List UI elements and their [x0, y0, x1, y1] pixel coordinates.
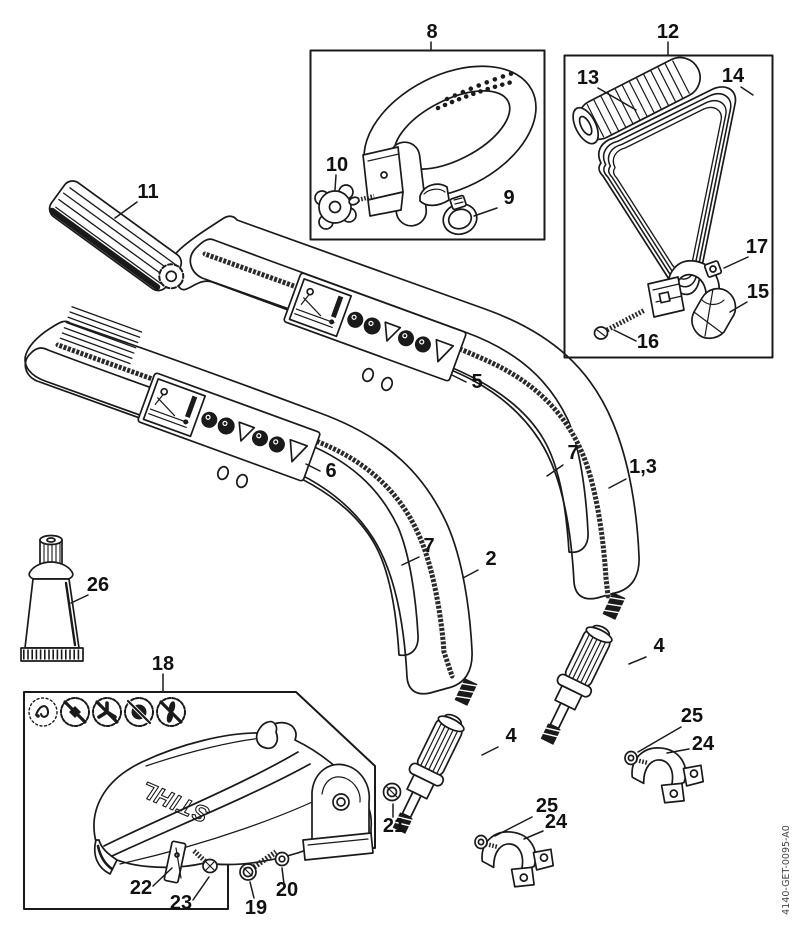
guard-washer-20	[274, 851, 290, 867]
part-label-24-left: 24	[545, 811, 568, 833]
star-knob	[314, 184, 375, 230]
part-label-14: 14	[722, 65, 745, 87]
part-label-8: 8	[426, 21, 437, 43]
part-label-19: 19	[245, 897, 267, 919]
part-label-17: 17	[746, 236, 768, 258]
tube-clamp-right	[624, 744, 708, 808]
no-circular-blade-icon	[124, 697, 154, 727]
leader-lines	[70, 41, 754, 901]
part-label-25-left: 25	[536, 795, 558, 817]
trimmer-line-icon	[28, 697, 58, 727]
part-label-11: 11	[137, 181, 158, 203]
clamp-screw-16	[593, 307, 647, 340]
part-label-16: 16	[637, 331, 659, 353]
part-label-23: 23	[170, 892, 192, 914]
callout-box-bike-handle	[563, 54, 774, 359]
loop-handle	[362, 65, 537, 227]
part-label-9: 9	[503, 187, 514, 209]
handlebar-grip	[572, 56, 701, 145]
callout-box-deflector: STIHL	[23, 691, 376, 910]
document-code: 4140-GET-0095-A0	[781, 825, 792, 915]
tube-clamp-left	[474, 828, 558, 892]
shaft-threaded-tip	[454, 678, 478, 706]
handlebar-frame	[597, 86, 737, 296]
square-nut-17	[703, 260, 723, 278]
part-label-20: 20	[276, 879, 298, 901]
grease-tube	[20, 534, 84, 662]
part-label-4-right: 4	[653, 635, 665, 657]
round-nut	[382, 782, 402, 802]
guard-screw-19	[239, 849, 278, 881]
handle-clamp-ring	[442, 194, 478, 236]
shaft-threaded-tip	[602, 592, 626, 620]
clamp-block-15	[691, 287, 737, 340]
limiter-screw	[192, 849, 218, 874]
no-saw-blade-icon	[60, 697, 90, 727]
part-label-1-3: 1,3	[629, 456, 657, 478]
part-label-2: 2	[485, 548, 496, 570]
part-label-18: 18	[152, 653, 174, 675]
part-label-26: 26	[87, 574, 109, 596]
part-label-5: 5	[471, 371, 482, 393]
line-limiter-blade	[163, 840, 187, 884]
part-label-15: 15	[747, 281, 769, 303]
guard-hook-tab	[255, 720, 279, 750]
part-label-22: 22	[130, 877, 152, 899]
part-label-12: 12	[657, 21, 679, 43]
part-label-24-right: 24	[692, 733, 715, 755]
splined-coupling	[48, 180, 185, 292]
part-label-25-right: 25	[681, 705, 703, 727]
part-label-10: 10	[326, 154, 348, 176]
part-label-4-left: 4	[505, 725, 517, 747]
connector-sleeve-right	[529, 618, 620, 751]
no-three-blade-icon	[92, 697, 122, 727]
part-label-21: 21	[383, 815, 405, 837]
part-label-13: 13	[577, 67, 599, 89]
callout-box-loop-handle	[309, 49, 546, 241]
deflector-guard: STIHL	[93, 720, 374, 875]
part-labels: 8 12 13 14 17 15 16 11 5 6 7 1,3 2 7 26 …	[87, 21, 769, 919]
cutting-tool-icons	[28, 697, 186, 727]
part-label-6: 6	[325, 460, 336, 482]
part-label-7-lower: 7	[423, 535, 434, 557]
no-two-blade-icon	[156, 697, 186, 727]
part-label-7-upper: 7	[567, 442, 578, 464]
